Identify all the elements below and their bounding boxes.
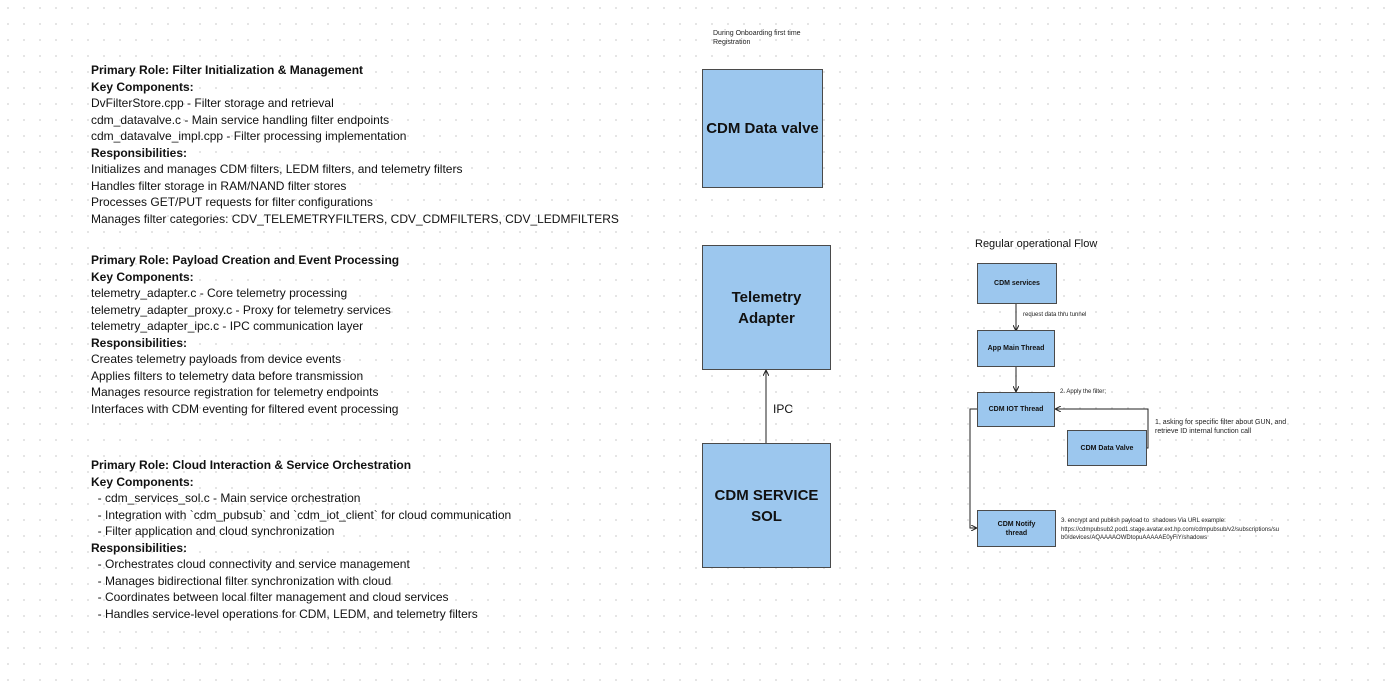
arrow-iot-to-notify — [969, 408, 978, 528]
box-label: CDM services — [994, 280, 1040, 287]
section-filter-management: Primary Role: Filter Initialization & Ma… — [91, 62, 619, 227]
responsibility-item: Manages resource registration for teleme… — [91, 385, 379, 399]
section-title: Primary Role: Filter Initialization & Ma… — [91, 63, 364, 77]
box-label: CDM Data Valve — [1080, 444, 1134, 452]
responsibility-item: Manages filter categories: CDV_TELEMETRY… — [91, 211, 619, 226]
cdm-notify-thread-box: CDM Notify thread — [977, 510, 1056, 547]
responsibility-item: - Handles service-level operations for C… — [91, 606, 478, 621]
cdm-service-sol-box: CDM SERVICE SOL — [702, 443, 831, 568]
cdm-iot-thread-box: CDM IOT Thread — [977, 392, 1055, 427]
component-item: - Integration with `cdm_pubsub` and `cdm… — [91, 507, 512, 522]
section-title: Primary Role: Payload Creation and Event… — [91, 253, 400, 267]
component-item: cdm_datavalve_impl.cpp - Filter processi… — [91, 129, 407, 143]
components-heading: Key Components: — [91, 79, 194, 94]
component-item: telemetry_adapter_proxy.c - Proxy for te… — [91, 302, 391, 317]
responsibility-item: Handles filter storage in RAM/NAND filte… — [91, 178, 347, 193]
components-heading: Key Components: — [91, 269, 194, 284]
box-label: CDM Notify thread — [997, 520, 1036, 537]
component-item: - Filter application and cloud synchroni… — [91, 524, 335, 538]
box-label: CDM SERVICE SOL — [714, 486, 819, 525]
flow-title: Regular operational Flow — [975, 238, 1098, 250]
box-label: App Main Thread — [987, 345, 1045, 352]
responsibility-item: Interfaces with CDM eventing for filtere… — [91, 401, 399, 416]
components-heading: Key Components: — [91, 474, 194, 489]
component-item: telemetry_adapter.c - Core telemetry pro… — [91, 286, 348, 300]
step-request-note: request data thru tunnel — [1023, 312, 1087, 318]
onboarding-note: During Onboarding first time Registratio… — [713, 30, 801, 46]
box-label: CDM Data valve — [706, 120, 819, 137]
section-payload-creation: Primary Role: Payload Creation and Event… — [91, 252, 399, 417]
step-publish-note: 3. encrypt and publish payload to shadow… — [1061, 518, 1280, 541]
component-item: cdm_datavalve.c - Main service handling … — [91, 112, 390, 127]
app-main-thread-box: App Main Thread — [977, 330, 1055, 367]
responsibility-item: Creates telemetry payloads from device e… — [91, 352, 342, 366]
responsibility-item: - Orchestrates cloud connectivity and se… — [91, 557, 410, 571]
component-item: telemetry_adapter_ipc.c - IPC communicat… — [91, 319, 364, 333]
box-label: CDM IOT Thread — [988, 406, 1044, 413]
responsibilities-heading: Responsibilities: — [91, 540, 188, 555]
step-apply-note: 2. Apply the filter; — [1060, 389, 1107, 395]
arrow-valve-to-iot — [1056, 409, 1149, 449]
responsibility-item: - Manages bidirectional filter synchroni… — [91, 573, 392, 588]
responsibility-item: - Coordinates between local filter manag… — [91, 590, 449, 604]
cdm-data-valve-box: CDM Data valve — [702, 69, 823, 188]
cdm-data-valve-flow-box: CDM Data Valve — [1067, 430, 1147, 466]
telemetry-adapter-box: Telemetry Adapter — [702, 245, 831, 370]
step-ask-note: 1. asking for specific filter about GUN,… — [1155, 419, 1287, 435]
section-title: Primary Role: Cloud Interaction & Servic… — [91, 458, 412, 472]
component-item: DvFilterStore.cpp - Filter storage and r… — [91, 96, 334, 110]
section-cloud-interaction: Primary Role: Cloud Interaction & Servic… — [91, 457, 511, 622]
responsibility-item: Applies filters to telemetry data before… — [91, 368, 364, 383]
component-item: - cdm_services_sol.c - Main service orch… — [91, 491, 361, 505]
cdm-services-box: CDM services — [977, 263, 1057, 304]
responsibilities-heading: Responsibilities: — [91, 335, 188, 350]
responsibility-item: Processes GET/PUT requests for filter co… — [91, 195, 373, 209]
ipc-label: IPC — [773, 402, 794, 416]
box-label: Telemetry Adapter — [731, 288, 802, 327]
responsibilities-heading: Responsibilities: — [91, 145, 188, 160]
responsibility-item: Initializes and manages CDM filters, LED… — [91, 162, 463, 176]
